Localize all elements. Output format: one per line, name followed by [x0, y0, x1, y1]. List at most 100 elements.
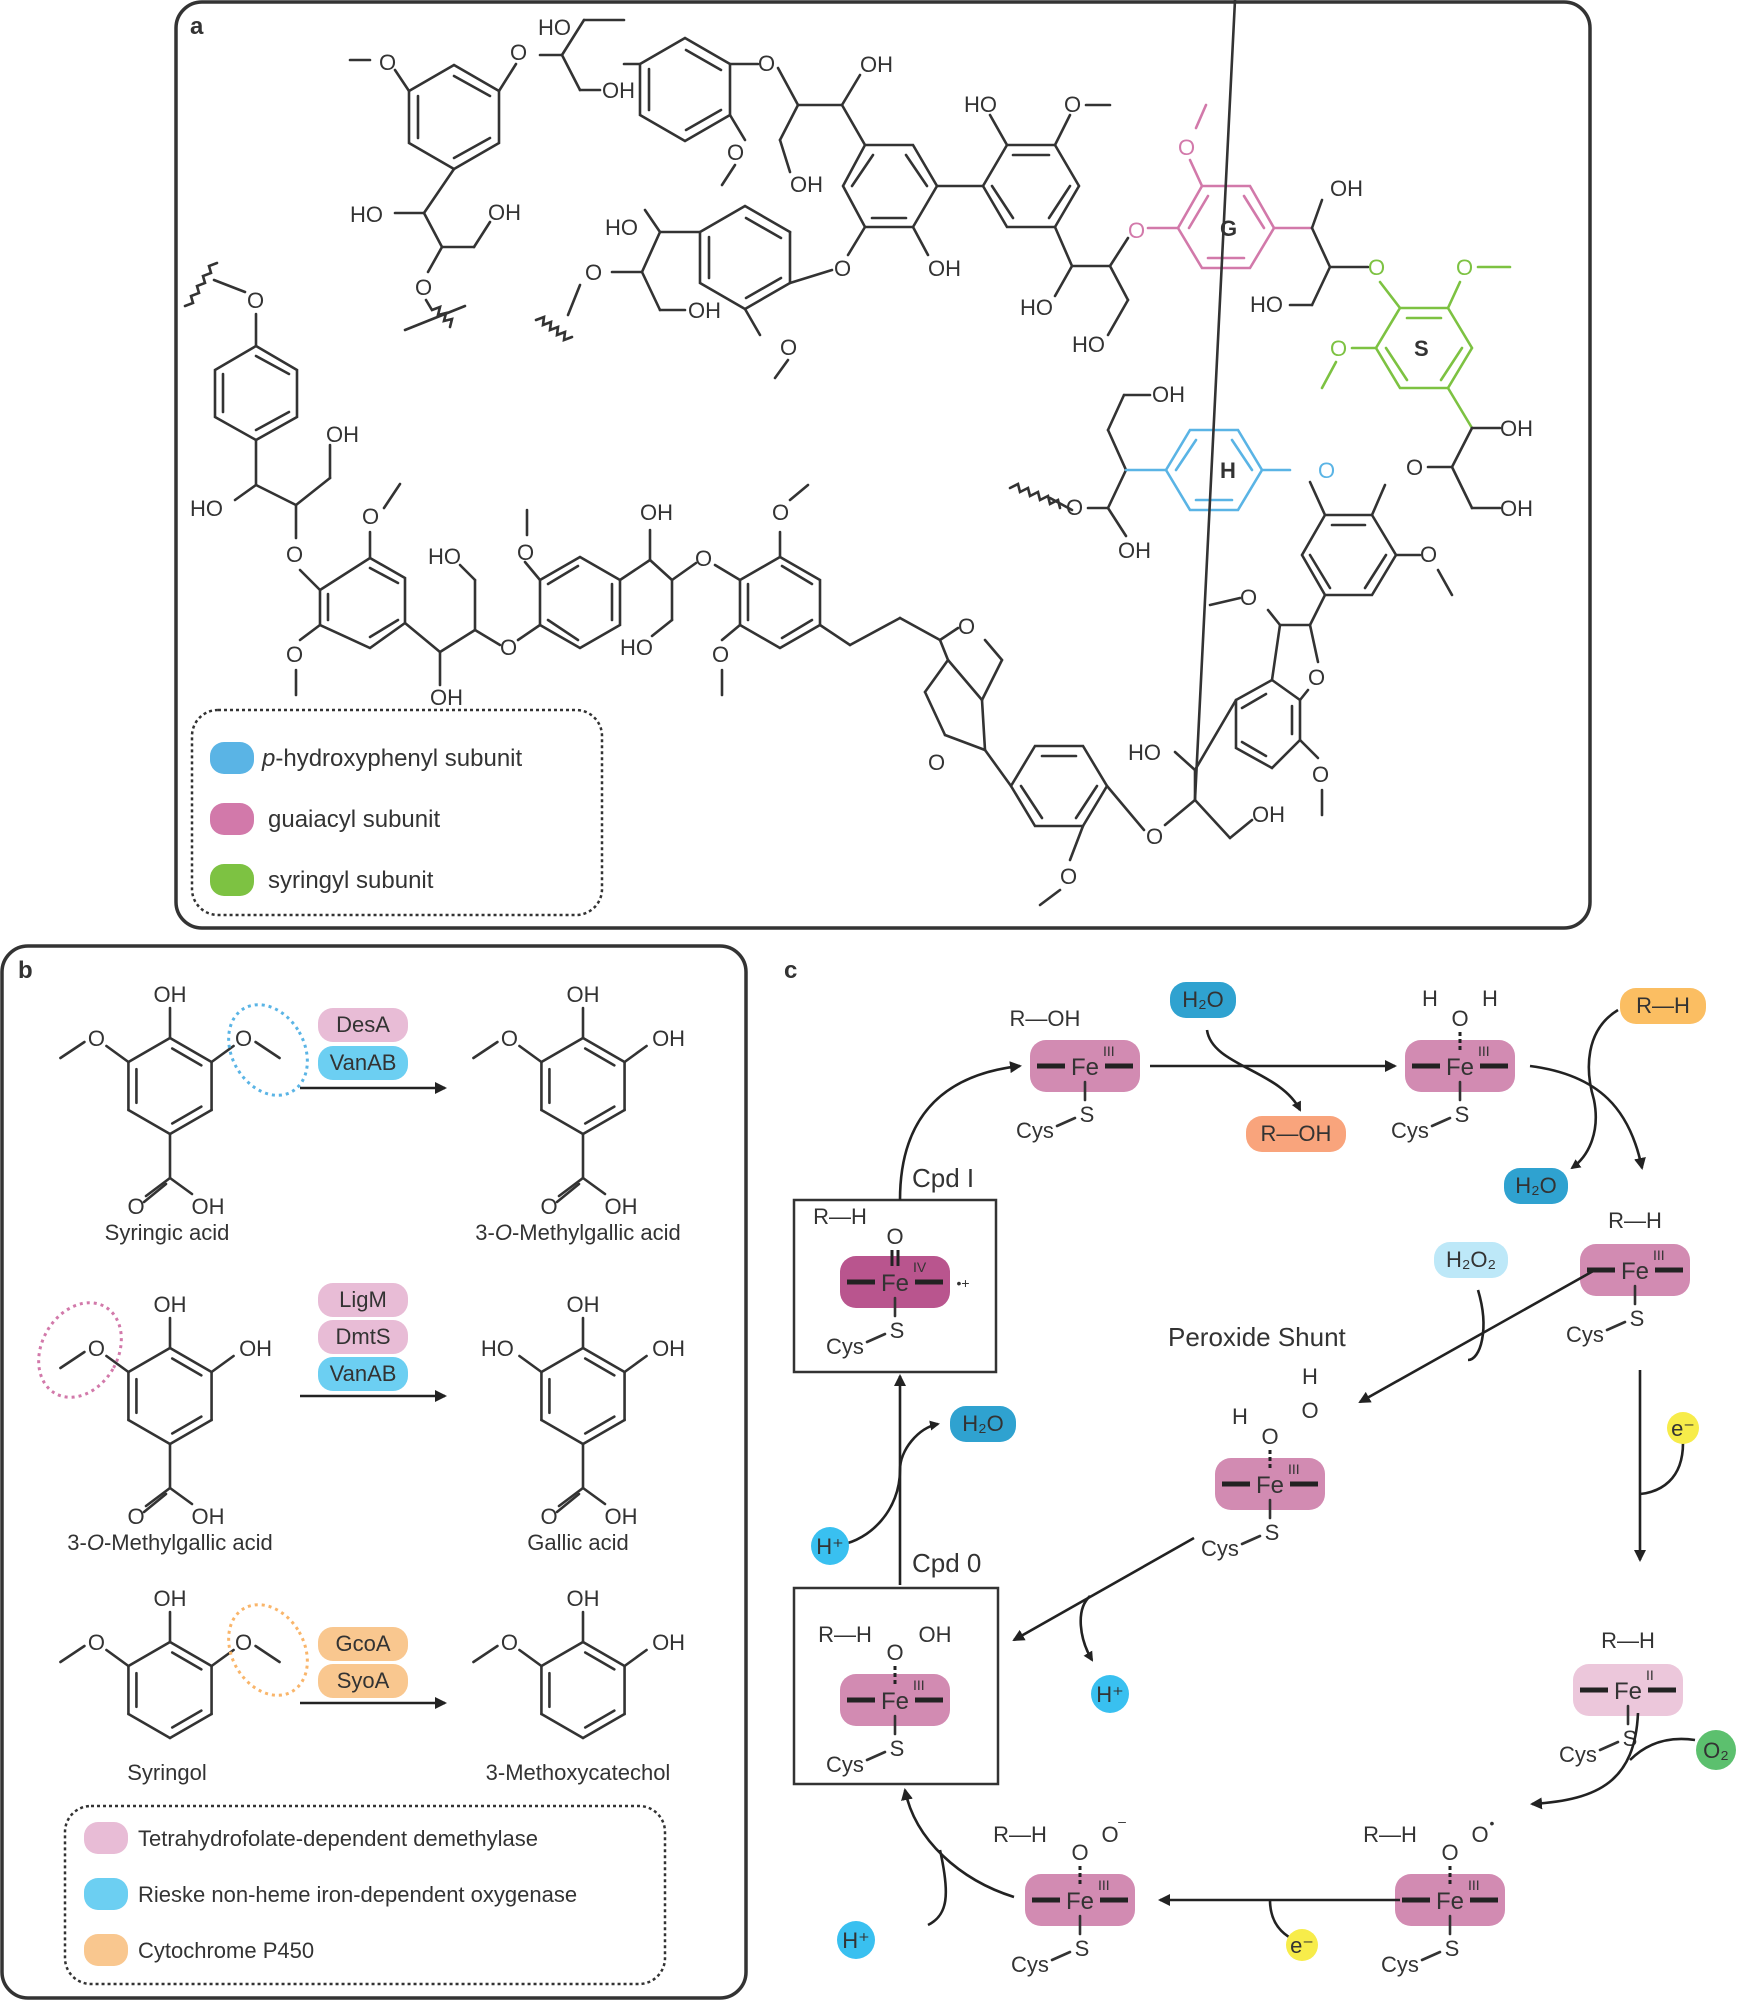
cpd-i-label: Cpd I: [912, 1163, 974, 1193]
atom-label: O: [88, 1026, 105, 1051]
atom-oh: OH: [1252, 802, 1285, 827]
atom-o: O: [1406, 455, 1423, 480]
fe-label: Fe: [1614, 1678, 1642, 1705]
guaiacyl-unit-g: O O G OH HO: [1128, 103, 1370, 317]
oxygen-label: O: [886, 1224, 903, 1249]
bond: [170, 1709, 203, 1729]
fe-label: Fe: [1436, 1888, 1464, 1915]
cys-label: Cys: [1566, 1322, 1604, 1347]
bond: [254, 1040, 281, 1060]
oxidation-state: IV: [913, 1259, 927, 1275]
bond: [581, 1108, 626, 1136]
oxygen-label: O: [1071, 1840, 1088, 1865]
atom-ho: HO: [605, 215, 638, 240]
legend-label-s: syringyl subunit: [268, 867, 434, 894]
atom-label: O: [127, 1504, 144, 1529]
bond: [105, 1648, 130, 1668]
bond: [583, 1415, 616, 1435]
cys-label: Cys: [1011, 1952, 1049, 1977]
badge-h-plus: [811, 1527, 849, 1565]
oxidation-state: III: [1098, 1877, 1110, 1893]
cycle-arrows: [839, 1008, 1696, 1947]
atom-oh: OH: [1500, 416, 1533, 441]
atom-o: O: [1420, 542, 1437, 567]
reaction-2: LigM DmtS VanAB 3-O-Methylgallic acid Ga…: [37, 1283, 629, 1555]
legend-swatch-p450: [84, 1934, 128, 1966]
atom-label: OH: [192, 1504, 225, 1529]
enzyme-badge-syoa: [318, 1664, 408, 1698]
bond: [557, 1176, 585, 1198]
product-name: 3-Methoxycatechol: [486, 1760, 671, 1785]
atom-ho: HO: [1020, 295, 1053, 320]
arrow-peroxo-to-cpd0: [901, 1788, 1015, 1899]
badge-rh: [1620, 988, 1706, 1024]
peroxide-shunt-label: Peroxide Shunt: [1168, 1322, 1347, 1352]
bond: [540, 1712, 585, 1740]
enzyme-badge-vanab: [318, 1046, 408, 1080]
bond: [168, 1712, 213, 1740]
cys-label: Cys: [826, 1752, 864, 1777]
subunit-label-h: H: [1220, 458, 1236, 483]
s-cys-bond: [1598, 1740, 1620, 1752]
enzyme-badge-dmts: [318, 1320, 408, 1354]
bond: [583, 1357, 616, 1377]
reaction-3: GcoA SyoA Syringol 3-Methoxycatechol: [127, 1603, 671, 1785]
atom-label: OH: [239, 1336, 272, 1361]
atom-o: O: [500, 635, 517, 660]
s-cys-bond: [865, 1750, 887, 1762]
atom-o: O: [727, 140, 744, 165]
panel-b-label: b: [18, 957, 33, 984]
atom-o: O: [247, 288, 264, 313]
atom-oh: OH: [488, 200, 521, 225]
atom-oh: OH: [860, 52, 893, 77]
legend-swatch-thf: [84, 1822, 128, 1854]
legend-label-g: guaiacyl subunit: [268, 806, 440, 833]
atom-o: O: [1146, 824, 1163, 849]
atom-oh: OH: [430, 685, 463, 710]
bond: [555, 1492, 581, 1514]
bond: [127, 1640, 172, 1668]
atom-oh: OH: [790, 172, 823, 197]
arrow-proton-out: [1079, 1595, 1094, 1662]
atom-label: OH: [652, 1026, 685, 1051]
arrow-rh-in-h2o-out: [1570, 1008, 1619, 1170]
bond: [168, 1108, 213, 1136]
atom-o: O: [1060, 864, 1077, 889]
badge-electron: [1667, 1412, 1699, 1444]
atom-oh: OH: [1118, 538, 1151, 563]
atom-label: OH: [652, 1336, 685, 1361]
bond: [127, 1036, 172, 1064]
cys-label: Cys: [1391, 1118, 1429, 1143]
atom-o: O: [1308, 665, 1325, 690]
legend-label-h: p-hydroxyphenyl subunit: [261, 745, 523, 772]
bond: [518, 1354, 543, 1374]
sulfur-label: S: [1445, 1936, 1460, 1961]
atom-label: OH: [567, 1292, 600, 1317]
bond: [59, 1040, 86, 1060]
enzyme-badge-vanab: [318, 1357, 408, 1391]
bond: [59, 1350, 86, 1370]
arrow-proton-in-water-out: [839, 1420, 940, 1547]
badge-label: H₂O: [1515, 1173, 1557, 1198]
badge-label: H⁺: [1096, 1682, 1124, 1707]
oxygen-label: O: [1441, 1840, 1458, 1865]
atom-o: O: [1312, 762, 1329, 787]
enzyme-label: SyoA: [337, 1668, 390, 1693]
atom-o: O: [1240, 585, 1257, 610]
atom-oh: OH: [640, 500, 673, 525]
legend-swatch-rieske: [84, 1878, 128, 1910]
atom-o: O: [1064, 92, 1081, 117]
atom-label: OH: [192, 1194, 225, 1219]
badge-label: O₂: [1703, 1738, 1729, 1763]
radical-mark: •: [1490, 1815, 1495, 1831]
atom-ho: HO: [1250, 292, 1283, 317]
atom-o: O: [712, 642, 729, 667]
fe-label: Fe: [881, 1270, 909, 1297]
heme-box: [1215, 1458, 1325, 1510]
bond: [170, 1415, 203, 1435]
atom-ho: HO: [964, 92, 997, 117]
